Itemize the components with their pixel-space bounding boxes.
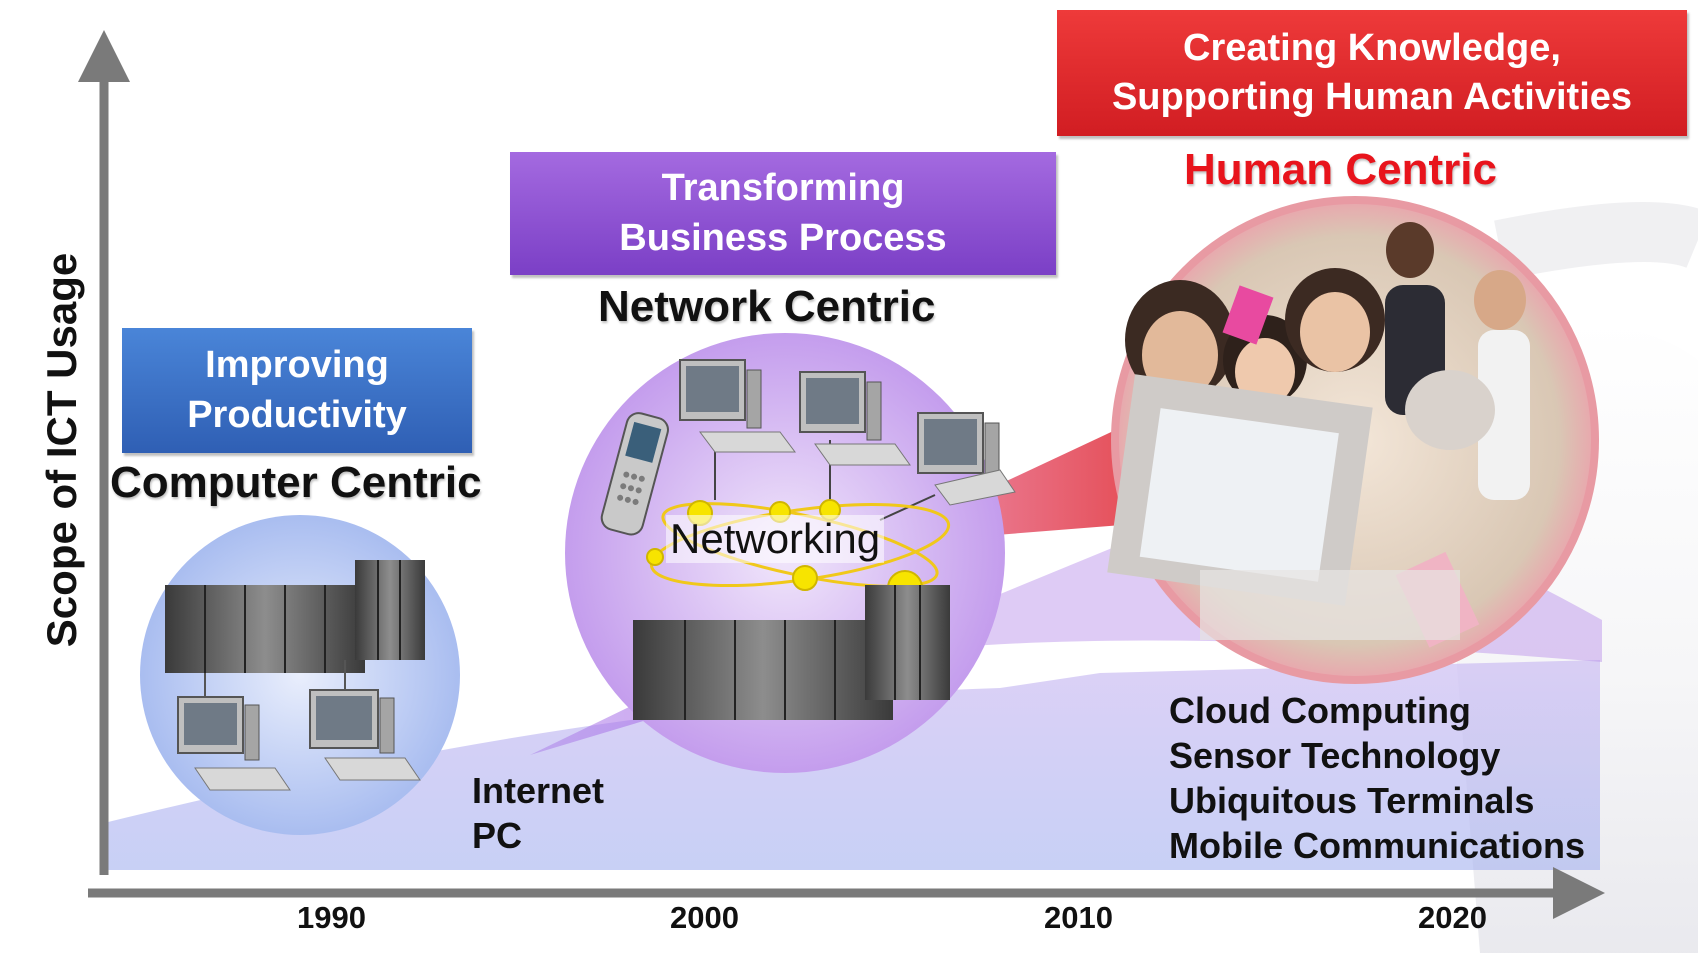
box-line: Productivity <box>187 393 407 436</box>
mainframe-server-icon <box>165 560 425 673</box>
year-label: 2020 <box>1418 900 1487 935</box>
tech-list-2000: Internet PC <box>472 768 604 858</box>
box-line: Improving <box>205 344 389 387</box>
networking-label: Networking <box>666 515 885 563</box>
tech-list-2020: Cloud Computing Sensor Technology Ubiqui… <box>1169 688 1585 868</box>
tech-item: Sensor Technology <box>1169 735 1501 776</box>
network-centric-title: Network Centric <box>598 282 936 331</box>
desktop-pc-icon <box>917 412 1016 506</box>
tech-item: PC <box>472 815 523 856</box>
desktop-pc-icon <box>309 689 421 781</box>
server-rack-icon <box>633 585 950 720</box>
human-centric-title: Human Centric <box>1184 145 1497 194</box>
year-label: 2000 <box>670 900 739 935</box>
box-line: Supporting Human Activities <box>1111 76 1633 118</box>
tech-item: Ubiquitous Terminals <box>1169 780 1535 821</box>
y-axis-label: Scope of ICT Usage <box>38 252 85 648</box>
transforming-business-box: Transforming Business Process <box>510 152 1056 275</box>
desktop-pc-icon <box>679 359 796 453</box>
box-line: Business Process <box>619 216 947 259</box>
mobile-phone-icon <box>600 412 669 536</box>
improving-productivity-box: Improving Productivity <box>122 328 472 453</box>
year-label: 1990 <box>297 900 366 935</box>
desktop-pc-icon <box>177 696 291 791</box>
people-photo-icon <box>1107 222 1530 648</box>
tech-item: Internet <box>472 770 605 811</box>
tech-item: Mobile Communications <box>1169 825 1586 866</box>
box-line: Creating Knowledge, <box>1183 26 1561 69</box>
desktop-pc-icon <box>799 371 911 466</box>
year-label: 2010 <box>1044 900 1113 935</box>
tech-item: Cloud Computing <box>1169 690 1471 731</box>
creating-knowledge-box: Creating Knowledge, Supporting Human Act… <box>1057 10 1687 136</box>
computer-centric-title: Computer Centric <box>110 458 482 507</box>
box-line: Transforming <box>661 167 905 210</box>
